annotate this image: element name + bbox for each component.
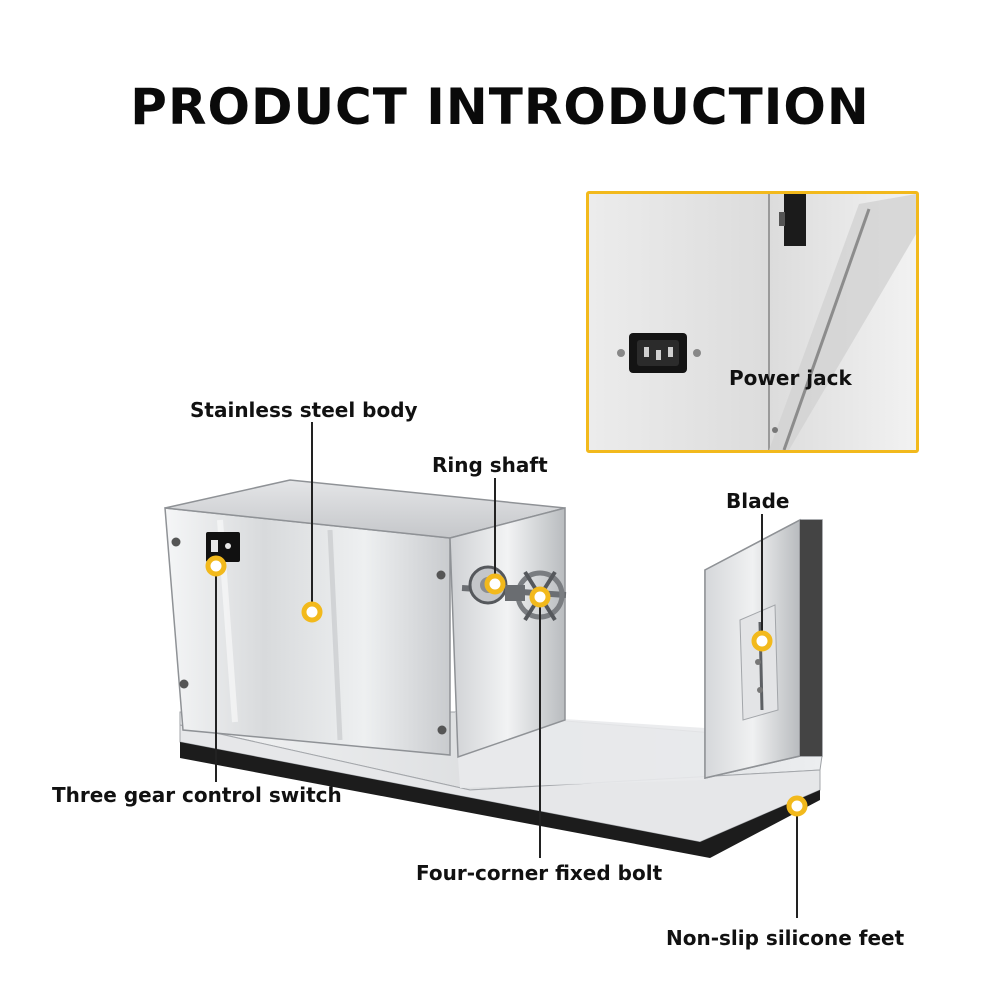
label-non-slip-feet: Non-slip silicone feet	[666, 926, 905, 950]
marker-bolt-dot	[529, 586, 551, 608]
page-title: PRODUCT INTRODUCTION	[130, 78, 870, 136]
label-stainless-steel-body: Stainless steel body	[190, 398, 418, 422]
label-three-gear-switch: Three gear control switch	[52, 783, 342, 807]
marker-feet-dot	[786, 795, 808, 817]
label-blade: Blade	[726, 489, 790, 513]
marker-body-dot	[301, 601, 323, 623]
label-power-jack: Power jack	[729, 366, 852, 390]
power-jack-inset	[586, 191, 919, 453]
motor-housing	[164, 479, 566, 759]
marker-switch-dot	[205, 555, 227, 577]
marker-blade-dot	[751, 630, 773, 652]
marker-ring-dot	[484, 573, 506, 595]
label-ring-shaft: Ring shaft	[432, 453, 548, 477]
label-four-corner-bolt: Four-corner fixed bolt	[416, 861, 663, 885]
power-jack-closeup	[589, 194, 916, 450]
control-switch	[206, 532, 240, 562]
